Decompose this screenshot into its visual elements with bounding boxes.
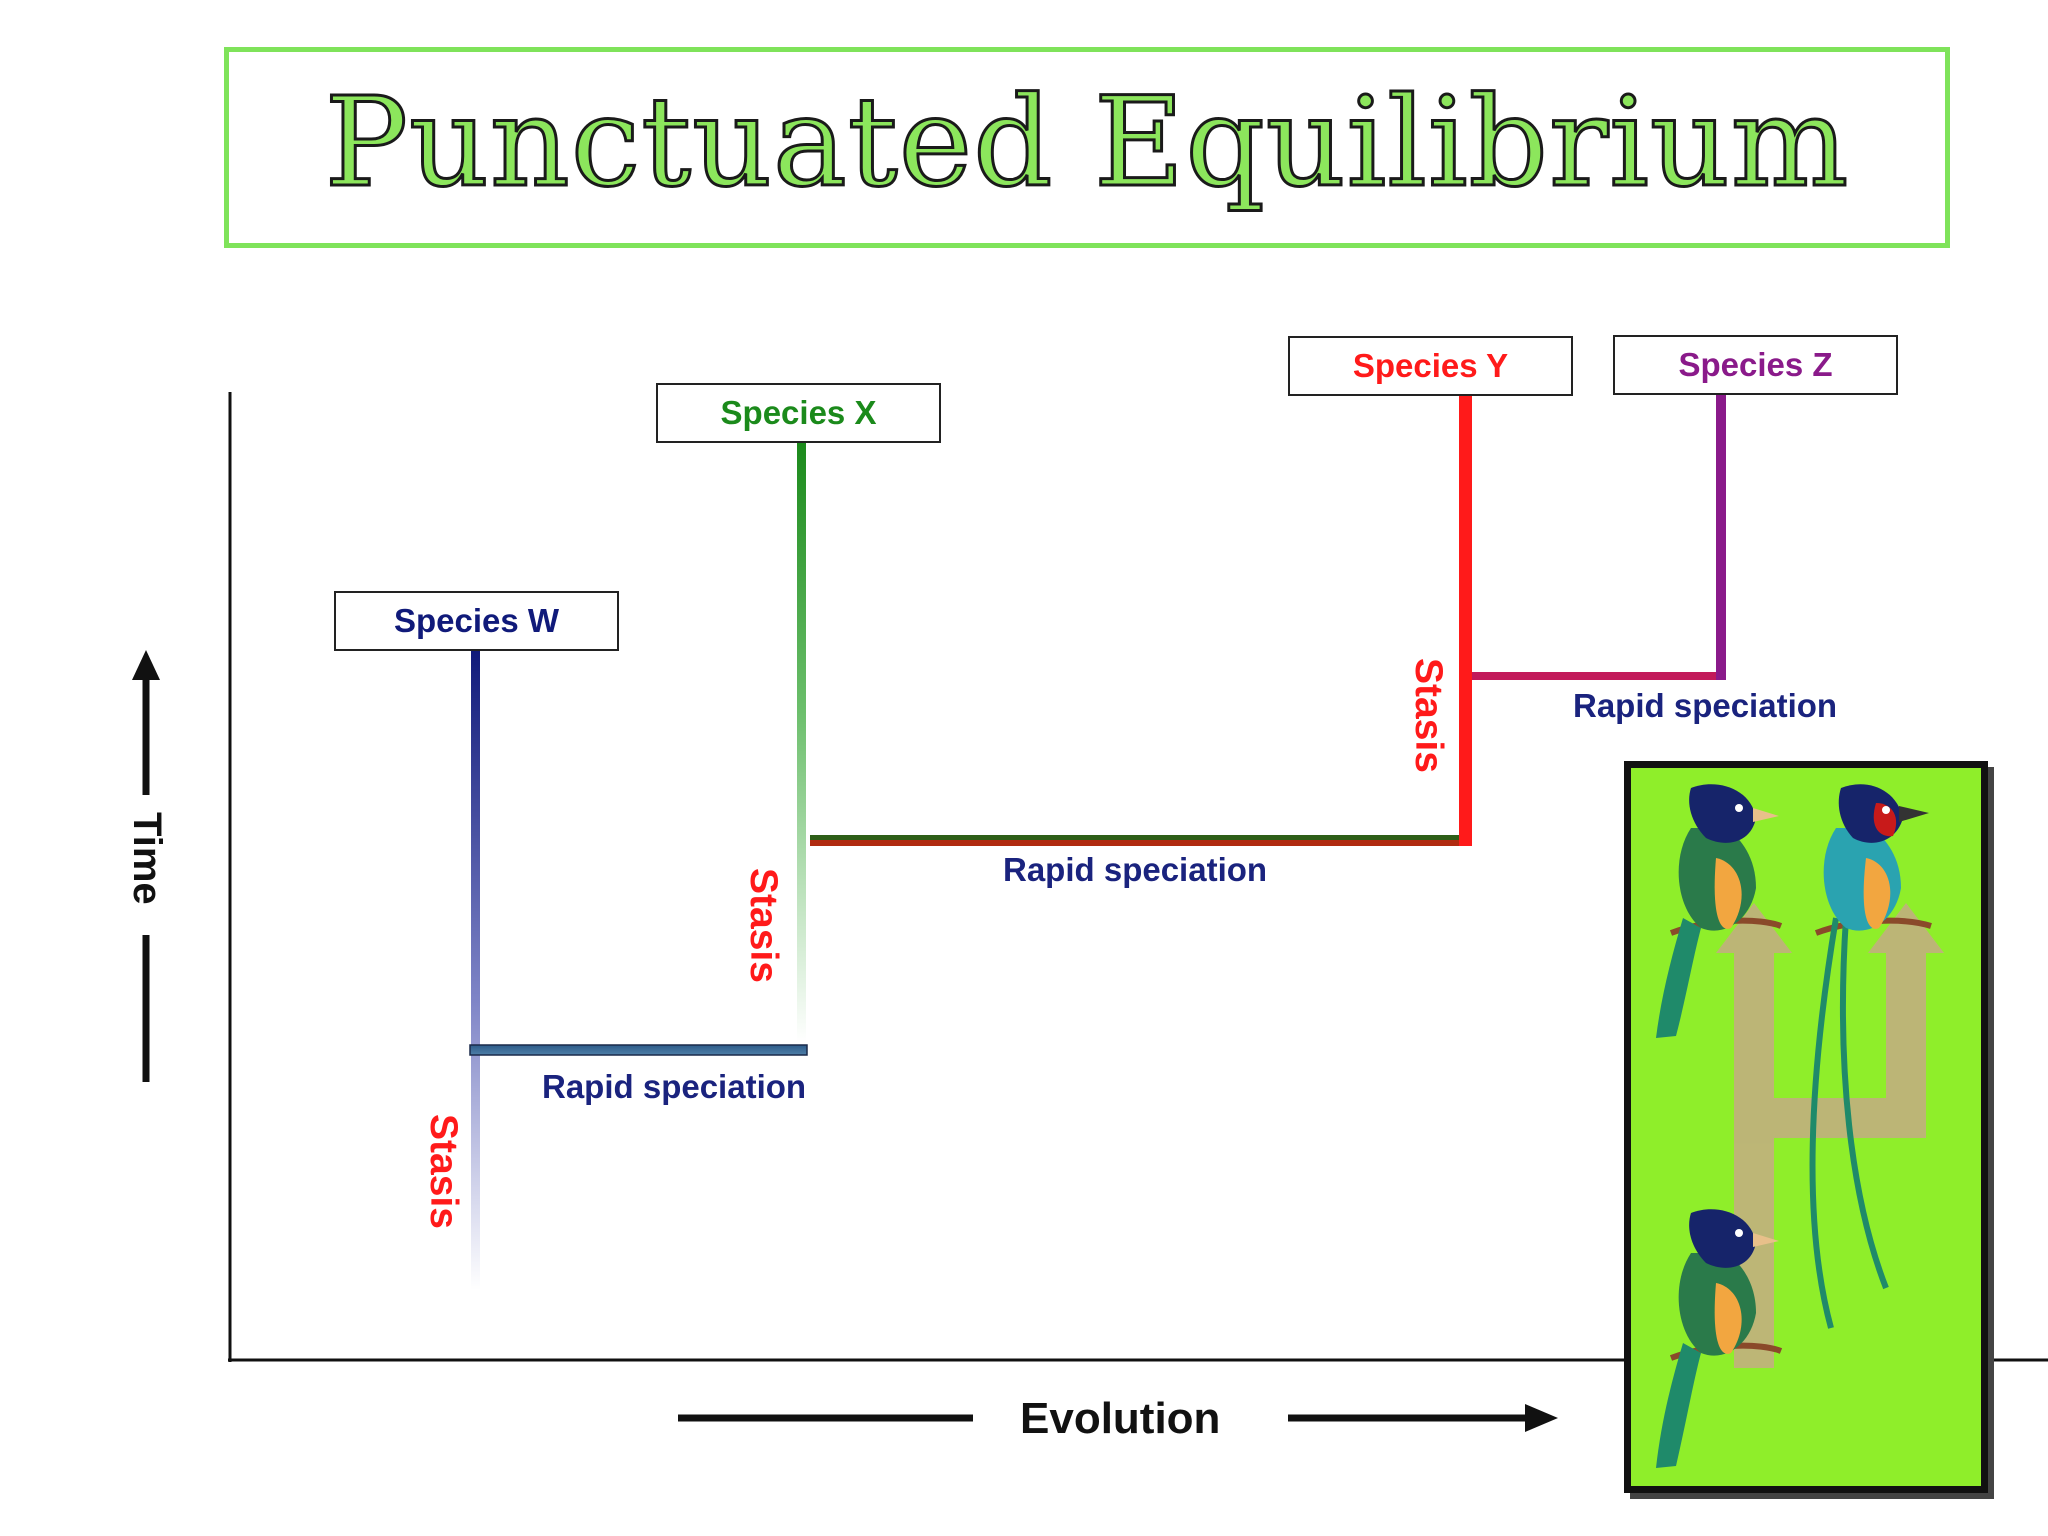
species-w-line (471, 650, 480, 1290)
rapid-speciation-bar-1 (469, 1044, 808, 1056)
species-w-box: Species W (334, 591, 619, 651)
bird-icon (1809, 784, 1932, 1329)
bird-icon (1656, 784, 1783, 1038)
stasis-label-w: Stasis (422, 1114, 465, 1229)
stasis-label-y: Stasis (1407, 658, 1450, 773)
y-axis-label: Time (125, 812, 169, 905)
bird-illustration (1656, 784, 1944, 1468)
species-z-label: Species Z (1678, 346, 1833, 383)
title-box: Punctuated Equilibrium (224, 47, 1950, 248)
bird-illustration-panel (1624, 761, 1988, 1493)
rapid-speciation-label-2: Rapid speciation (1003, 851, 1268, 888)
species-y-label: Species Y (1352, 347, 1509, 384)
rapid-speciation-bar-3 (1472, 672, 1724, 680)
rapid-speciation-label-3: Rapid speciation (1573, 687, 1838, 724)
species-x-line (797, 442, 806, 1042)
species-x-box: Species X (656, 383, 941, 443)
species-y-box: Species Y (1288, 336, 1573, 396)
arrow-up-icon (132, 650, 160, 680)
rapid-speciation-bar-2-bottom (810, 840, 1470, 846)
x-axis-label: Evolution (1020, 1394, 1221, 1443)
species-y-line (1459, 396, 1472, 846)
page-title: Punctuated Equilibrium (323, 70, 1850, 215)
bird-icon (1656, 1209, 1783, 1468)
species-w-label: Species W (393, 602, 560, 639)
species-z-box: Species Z (1613, 335, 1898, 395)
species-x-label: Species X (720, 394, 877, 431)
rapid-speciation-bar-2-top (810, 835, 1460, 840)
rapid-speciation-label-1: Rapid speciation (542, 1068, 807, 1105)
stasis-label-x: Stasis (742, 868, 785, 983)
arrow-right-icon (1525, 1404, 1558, 1432)
species-z-line (1716, 394, 1726, 680)
